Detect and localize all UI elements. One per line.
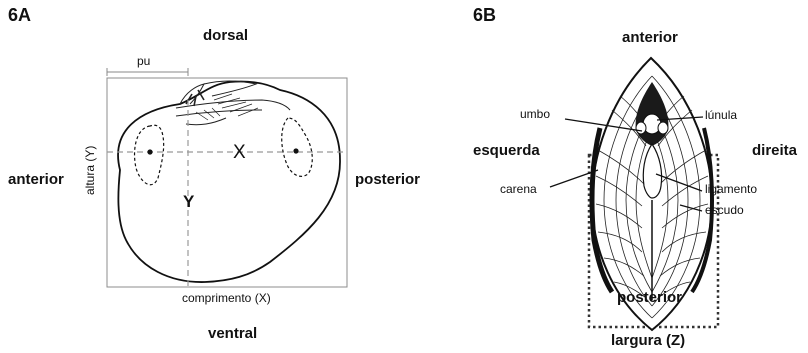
leader-lines: [549, 116, 704, 212]
esquerda-label: esquerda: [473, 142, 540, 159]
umbo-label: umbo: [520, 107, 551, 121]
ligament-shape: [642, 142, 663, 199]
right-carena-band: [690, 127, 714, 294]
anterior-label-6a: anterior: [8, 171, 64, 188]
direita-label: direita: [752, 142, 798, 159]
figure-b-label: 6B: [473, 5, 497, 25]
umbo-left: [635, 121, 647, 135]
umbo-right: [657, 121, 669, 135]
shell-outline: [117, 80, 341, 283]
shell-dorsal-view: [549, 56, 720, 332]
growth-lines: [595, 75, 709, 319]
ventral-label: ventral: [208, 325, 258, 342]
width-label: largura (Z): [611, 332, 686, 349]
posterior-scar-point: [293, 148, 299, 154]
carena-label: carena: [500, 182, 537, 196]
anterior-scar-point: [147, 149, 153, 155]
pu-label: pu: [137, 54, 151, 68]
posterior-label-6b: posterior: [617, 289, 683, 306]
figure-a-label: 6A: [8, 5, 32, 25]
x-mark: X: [233, 142, 246, 163]
anterior-muscle-scar: [133, 124, 165, 186]
pu-bracket: [106, 68, 189, 76]
y-mark: Y: [183, 192, 195, 211]
bounding-box: [106, 77, 348, 288]
posterior-muscle-scar: [281, 117, 313, 177]
anterior-label-6b: anterior: [622, 29, 678, 46]
height-axis-label: altura (Y): [83, 145, 97, 195]
lunula-label: lúnula: [705, 108, 738, 122]
ligamento-label: ligamento: [705, 182, 758, 196]
posterior-label-6a: posterior: [355, 171, 421, 188]
escudo-label: escudo: [705, 203, 744, 217]
dorsal-label: dorsal: [203, 27, 249, 44]
umbo-hinge-detail: [175, 80, 291, 126]
carena-band: [589, 127, 615, 294]
shell-lateral-view: [106, 68, 348, 288]
length-axis-label: comprimento (X): [182, 291, 271, 305]
